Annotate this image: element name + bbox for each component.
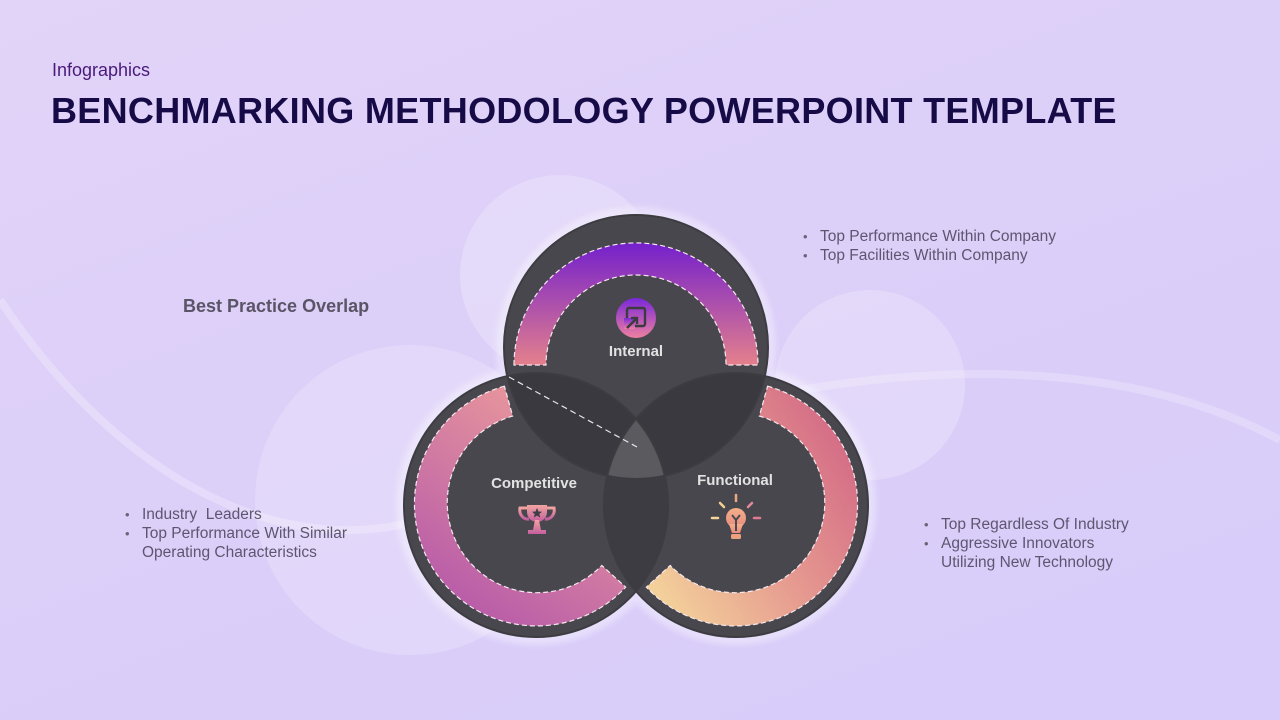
functional-label: Functional: [697, 472, 773, 489]
lightbulb-icon: [710, 493, 762, 539]
list-item: Top Facilities Within Company: [802, 246, 1122, 265]
internal-label: Internal: [608, 343, 664, 360]
functional-bullets: Top Regardless Of Industry Aggressive In…: [923, 515, 1143, 572]
slide-title: BENCHMARKING METHODOLOGY POWERPOINT TEMP…: [51, 90, 1117, 131]
competitive-bullets: Industry Leaders Top Performance With Si…: [124, 505, 374, 562]
trophy-icon: [518, 505, 556, 534]
list-item: Aggressive Innovators Utilizing New Tech…: [923, 534, 1143, 572]
competitive-label: Competitive: [491, 475, 577, 492]
slide-subtitle: Infographics: [52, 60, 151, 80]
best-practice-overlap-label: Best Practice Overlap: [183, 296, 370, 316]
list-item: Top Performance With Similar Operating C…: [124, 524, 374, 562]
overlap-connector-line: [508, 376, 638, 448]
expand-arrow-icon: [616, 298, 656, 338]
list-item: Industry Leaders: [124, 505, 374, 524]
list-item: Top Performance Within Company: [802, 227, 1122, 246]
internal-bullets: Top Performance Within Company Top Facil…: [802, 227, 1122, 265]
list-item: Top Regardless Of Industry: [923, 515, 1143, 534]
